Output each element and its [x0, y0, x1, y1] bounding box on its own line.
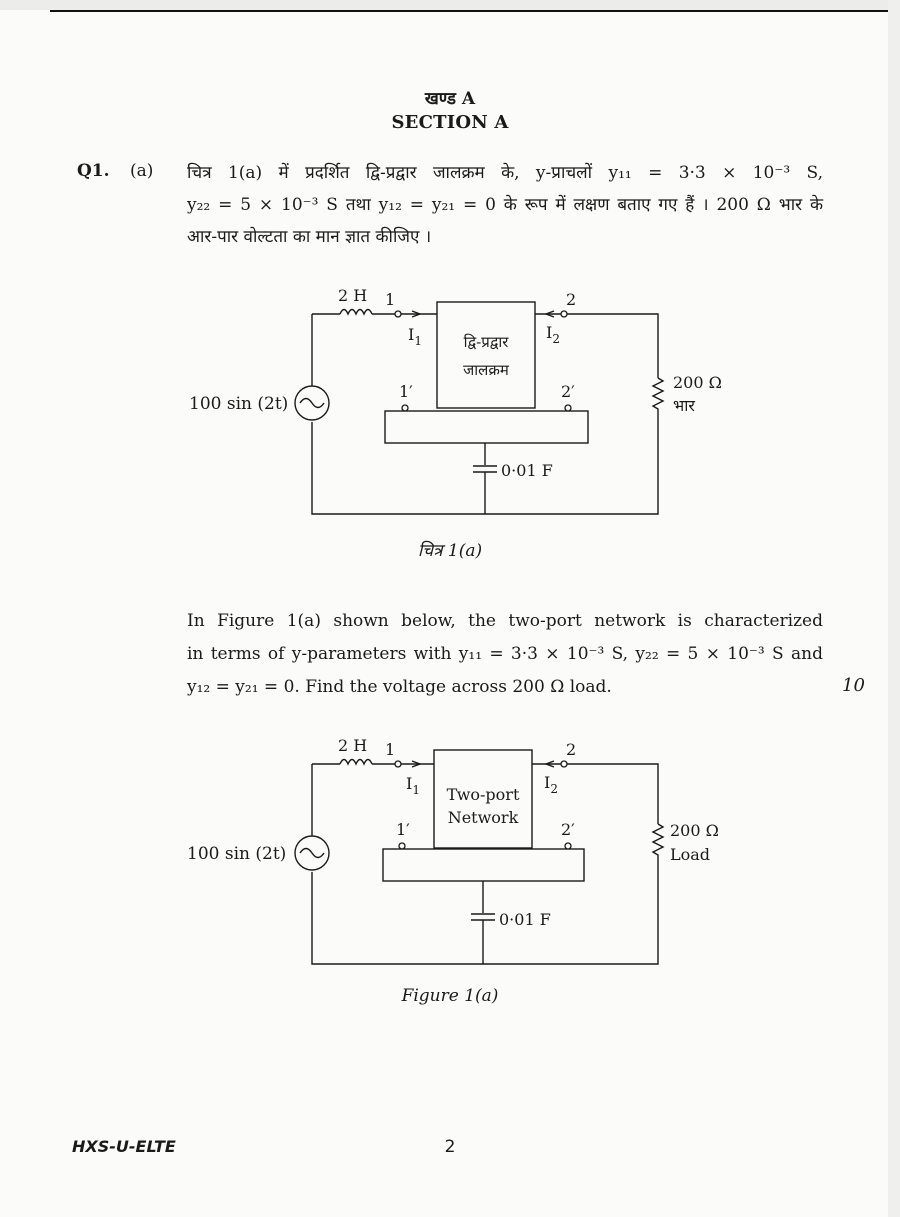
source-label: 100 sin (2t) [189, 394, 288, 414]
sine-symbol [299, 847, 325, 859]
resistor-sublabel: Load [670, 845, 710, 864]
terminal-1 [394, 760, 402, 768]
wire [567, 313, 659, 378]
page-scan-edge [0, 0, 900, 10]
port-2-label: 2 [566, 290, 576, 309]
network-label-line2: जालक्रम [463, 361, 510, 379]
arrow-i1 [411, 760, 422, 768]
current-i2-label: I2 [546, 323, 560, 346]
page-top-rule [50, 10, 888, 12]
section-heading-hindi: खण्ड A [424, 89, 476, 109]
question-part: (a) [130, 161, 154, 181]
network-label-line2: Network [448, 808, 519, 827]
port-1-label: 1 [385, 740, 395, 759]
terminal-1p [398, 842, 406, 850]
port-1p-label: 1′ [396, 820, 410, 839]
sine-symbol [299, 397, 325, 409]
inductor-symbol [339, 758, 373, 766]
ground-bar [384, 410, 589, 444]
ground-bar [382, 848, 585, 882]
question-english-line: In Figure 1(a) shown below, the two-port… [187, 611, 823, 631]
network-label-line1: द्वि-प्रद्वार [464, 333, 510, 351]
question-text-english: In Figure 1(a) shown below, the two-port… [187, 605, 823, 704]
two-port-box [433, 749, 533, 849]
question-hindi-line: आर-पार वोल्टता का मान ज्ञात कीजिए । [187, 227, 432, 247]
inductor-label: 2 H [338, 736, 367, 755]
figure-caption-hindi: चित्र 1(a) [417, 541, 483, 561]
current-i2-label: I2 [544, 773, 558, 796]
terminal-1 [394, 310, 402, 318]
port-2-label: 2 [566, 740, 576, 759]
capacitor-symbol [471, 913, 495, 921]
network-label-line1: Two-port [447, 785, 520, 804]
question-hindi-line: y₂₂ = 5 × 10⁻³ S तथा y₁₂ = y₂₁ = 0 के रू… [187, 195, 823, 215]
port-1-label: 1 [385, 290, 395, 309]
section-heading-english: SECTION A [391, 112, 509, 133]
resistor-load [311, 377, 665, 515]
current-i1-label: I1 [408, 325, 422, 348]
question-marks: 10 [842, 675, 865, 696]
terminal-2p [564, 404, 572, 412]
arrow-i2 [544, 310, 555, 318]
terminal-1p [401, 404, 409, 412]
figure-caption-english: Figure 1(a) [401, 986, 499, 1006]
port-2p-label: 2′ [561, 382, 575, 401]
question-number: Q1. [77, 161, 110, 181]
question-english-line: in terms of y-parameters with y₁₁ = 3·3 … [187, 644, 823, 664]
terminal-2 [560, 760, 568, 768]
page-number: 2 [444, 1137, 456, 1157]
inductor-symbol [339, 308, 373, 316]
capacitor-symbol [473, 465, 497, 473]
question-english-line: y₁₂ = y₂₁ = 0. Find the voltage across 2… [187, 677, 612, 697]
terminal-2p [564, 842, 572, 850]
resistor-label: 200 Ω [670, 821, 719, 840]
page-scan-edge-right [888, 0, 900, 1217]
port-1p-label: 1′ [399, 382, 413, 401]
inductor-label: 2 H [338, 286, 367, 305]
paper-code: HXS-U-ELTE [72, 1137, 176, 1156]
resistor-load [311, 823, 665, 965]
capacitor-label: 0·01 F [499, 910, 551, 929]
capacitor-label: 0·01 F [501, 461, 553, 480]
port-2p-label: 2′ [561, 820, 575, 839]
circuit-diagram-english: 2 H 1 2 I1 I2 Two-port Network 1′ 2′ 100… [187, 736, 719, 965]
circuit-diagram-hindi: 2 H 1 2 I1 I2 द्वि-प्रद्वार जालक्रम 1′ 2… [189, 286, 722, 515]
two-port-box [436, 301, 536, 409]
arrow-i2 [544, 760, 555, 768]
resistor-sublabel: भार [673, 396, 695, 415]
question-text-hindi: चित्र 1(a) में प्रदर्शित द्वि-प्रद्वार ज… [187, 157, 823, 253]
current-i1-label: I1 [406, 774, 420, 797]
resistor-label: 200 Ω [673, 373, 722, 392]
question-hindi-line: चित्र 1(a) में प्रदर्शित द्वि-प्रद्वार ज… [187, 163, 823, 183]
terminal-2 [560, 310, 568, 318]
source-label: 100 sin (2t) [187, 844, 286, 864]
arrow-i1 [411, 310, 422, 318]
